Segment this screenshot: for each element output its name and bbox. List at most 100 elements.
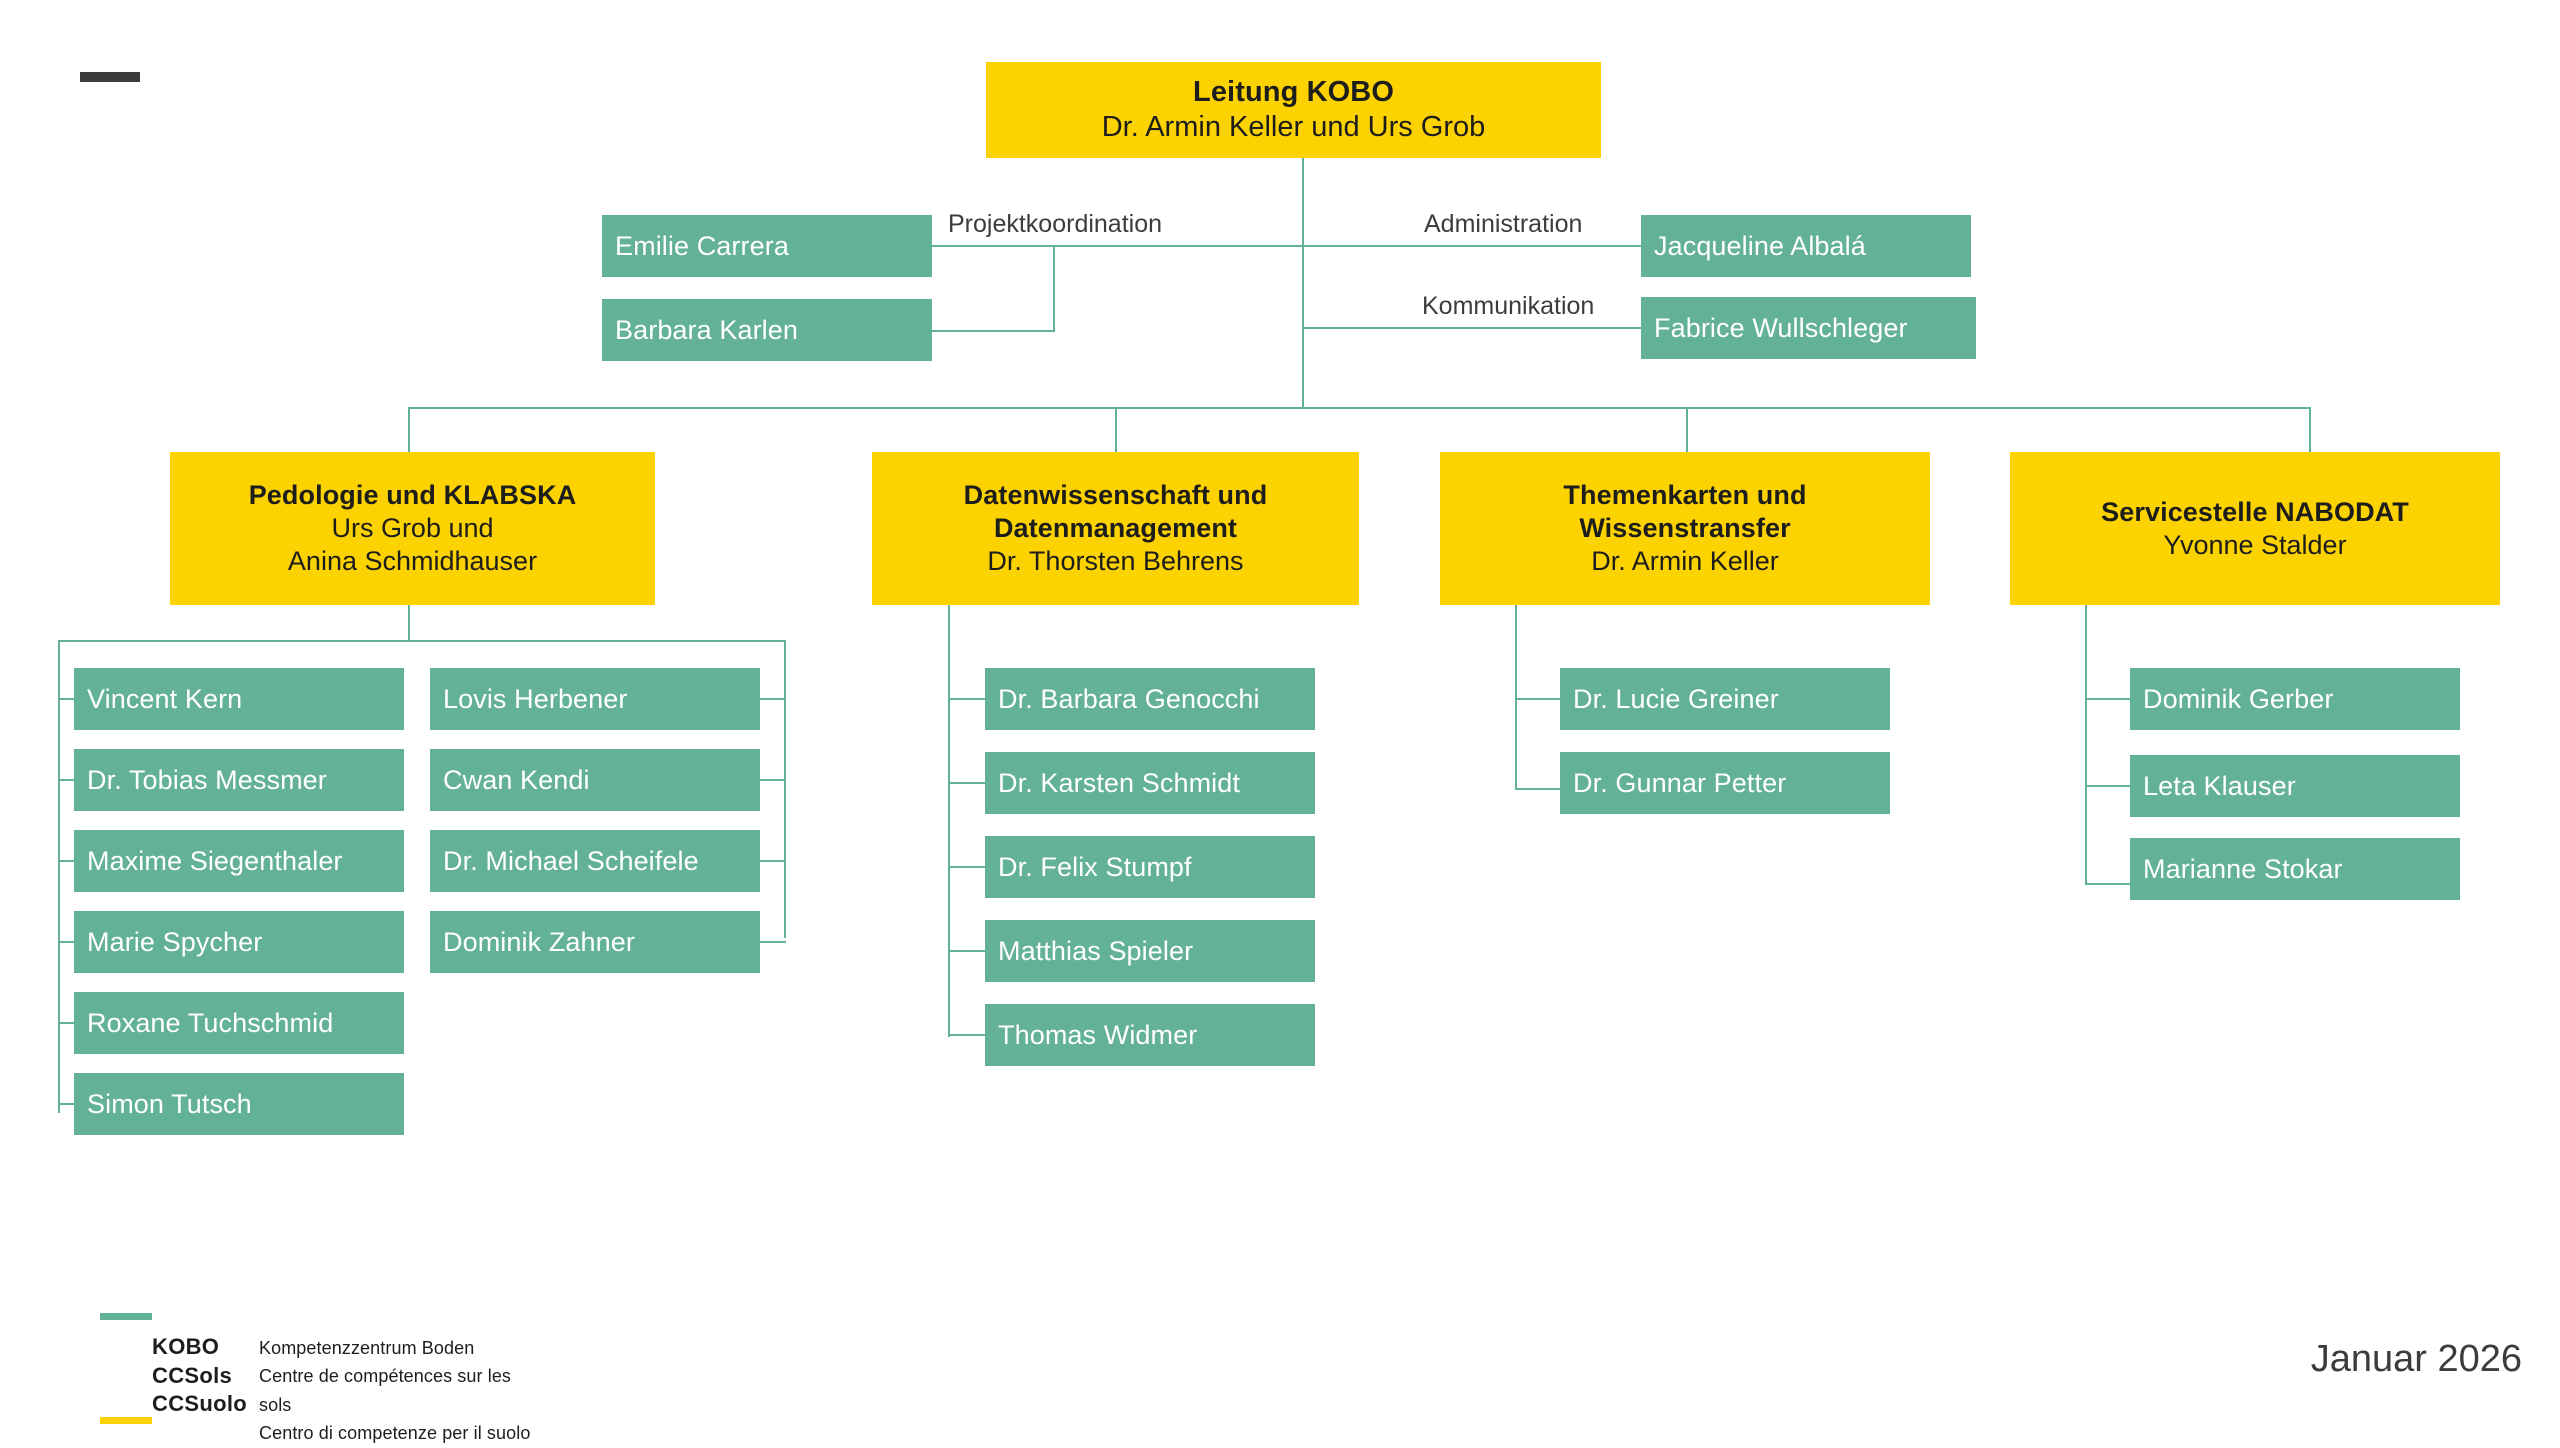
department-box-pedologie-klabska[interactable]: Pedologie und KLABSKA Urs Grob und Anina… [170,452,655,605]
member-name: Simon Tutsch [87,1088,252,1119]
connector-tick-marie-spycher [58,941,76,943]
connector-root-spine [1302,158,1304,408]
logo-desc-de: Kompetenzzentrum Boden [259,1338,475,1358]
logo-descriptions: Kompetenzzentrum Boden Centre de compéte… [259,1334,546,1448]
department-box-themenkarten[interactable]: Themenkarten und Wissenstransfer Dr. Arm… [1440,452,1930,605]
member-box-dominik-zahner[interactable]: Dominik Zahner [430,911,760,973]
member-box-maxime-siegenthaler[interactable]: Maxime Siegenthaler [74,830,404,892]
department-title-line2: Wissenstransfer [1579,513,1791,544]
department-box-datenwissenschaft[interactable]: Datenwissenschaft und Datenmanagement Dr… [872,452,1359,605]
staff-box-emilie-carrera[interactable]: Emilie Carrera [602,215,932,277]
connector-dept1-stem [408,605,410,641]
member-box-michael-scheifele[interactable]: Dr. Michael Scheifele [430,830,760,892]
member-box-lovis-herbener[interactable]: Lovis Herbener [430,668,760,730]
connector-tick-barbara-genocchi [948,698,987,700]
member-box-felix-stumpf[interactable]: Dr. Felix Stumpf [985,836,1315,898]
connector-tick-maxime-siegenthaler [58,860,76,862]
connector-drop-dept-3 [1686,407,1688,452]
member-box-cwan-kendi[interactable]: Cwan Kendi [430,749,760,811]
logo-names: KOBO CCSols CCSuolo [152,1333,247,1419]
member-name: Dr. Gunnar Petter [1573,767,1787,798]
logo-name-de: KOBO [152,1334,220,1359]
member-box-marianne-stokar[interactable]: Marianne Stokar [2130,838,2460,900]
member-name: Leta Klauser [2143,770,2296,801]
staff-name: Emilie Carrera [615,230,789,261]
logo-name-fr: CCSols [152,1362,233,1388]
root-title: Leitung KOBO [1193,75,1394,108]
connector-barbara-to-junction [932,330,1055,332]
member-box-roxane-tuchschmid[interactable]: Roxane Tuchschmid [74,992,404,1054]
connector-tick-dominik-gerber [2085,698,2132,700]
department-title-line1: Pedologie und KLABSKA [248,480,577,511]
connector-tick-tobias-messmer [58,779,76,781]
member-box-vincent-kern[interactable]: Vincent Kern [74,668,404,730]
connector-tick-vincent-kern [58,698,76,700]
department-title-line2: Datenmanagement [993,513,1238,544]
member-name: Thomas Widmer [998,1019,1198,1050]
connector-tick-simon-tutsch [58,1103,76,1105]
logo-bar-yellow [100,1417,152,1424]
decorative-dash [80,72,140,82]
member-box-karsten-schmidt[interactable]: Dr. Karsten Schmidt [985,752,1315,814]
connector-tick-lovis-herbener [760,698,786,700]
staff-name: Fabrice Wullschleger [1654,312,1908,343]
department-title-line3: Dr. Armin Keller [1591,545,1779,576]
logo-desc-fr: Centre de compétences sur les sols [259,1366,512,1415]
department-title-line1: Themenkarten und [1563,480,1807,511]
staff-name: Jacqueline Albalá [1654,230,1866,261]
connector-spine-to-jacqueline [1302,245,1642,247]
department-title-line1: Datenwissenschaft und [963,480,1268,511]
label-administration: Administration [1424,210,1583,238]
logo-name-it: CCSuolo [152,1391,247,1417]
staff-box-barbara-karlen[interactable]: Barbara Karlen [602,299,932,361]
connector-tick-lucie-greiner [1515,698,1562,700]
label-kommunikation: Kommunikation [1422,292,1595,320]
department-box-servicestelle-nabodat[interactable]: Servicestelle NABODAT Yvonne Stalder [2010,452,2500,605]
staff-box-jacqueline-albala[interactable]: Jacqueline Albalá [1641,215,1971,277]
member-box-marie-spycher[interactable]: Marie Spycher [74,911,404,973]
member-box-dominik-gerber[interactable]: Dominik Gerber [2130,668,2460,730]
member-name: Dr. Michael Scheifele [443,845,699,876]
member-box-lucie-greiner[interactable]: Dr. Lucie Greiner [1560,668,1890,730]
department-title-line3: Dr. Thorsten Behrens [987,545,1244,576]
member-box-thomas-widmer[interactable]: Thomas Widmer [985,1004,1315,1066]
member-name: Marianne Stokar [2143,853,2343,884]
root-box-leitung-kobo[interactable]: Leitung KOBO Dr. Armin Keller und Urs Gr… [986,62,1601,158]
member-name: Maxime Siegenthaler [87,845,343,876]
department-title-line2: Yvonne Stalder [2163,529,2347,560]
logo-bar-green [100,1313,152,1320]
member-name: Dr. Lucie Greiner [1573,683,1779,714]
department-title-line3: Anina Schmidhauser [287,545,538,576]
member-name: Dr. Barbara Genocchi [998,683,1260,714]
connector-tick-felix-stumpf [948,866,987,868]
connector-dept1-left-rail [58,640,60,1113]
department-title-line1: Servicestelle NABODAT [2101,496,2409,527]
member-box-barbara-genocchi[interactable]: Dr. Barbara Genocchi [985,668,1315,730]
member-name: Vincent Kern [87,683,243,714]
member-box-simon-tutsch[interactable]: Simon Tutsch [74,1073,404,1135]
member-box-leta-klauser[interactable]: Leta Klauser [2130,755,2460,817]
staff-name: Barbara Karlen [615,314,799,345]
connector-department-bus [408,407,2311,409]
root-people: Dr. Armin Keller und Urs Grob [1101,111,1486,143]
member-name: Dominik Gerber [2143,683,2334,714]
logo-desc-it: Centro di competenze per il suolo [259,1423,531,1444]
connector-tick-matthias-spieler [948,950,987,952]
connector-tick-leta-klauser [2085,785,2132,787]
staff-box-fabrice-wullschleger[interactable]: Fabrice Wullschleger [1641,297,1976,359]
kobo-logo: KOBO CCSols CCSuolo Kompetenzzentrum Bod… [96,1307,546,1443]
connector-dept2-rail [948,605,950,1037]
member-name: Dominik Zahner [443,926,635,957]
connector-spine-to-fabrice [1302,327,1642,329]
connector-tick-gunnar-petter [1515,788,1562,790]
connector-drop-dept-2 [1115,407,1117,452]
member-box-gunnar-petter[interactable]: Dr. Gunnar Petter [1560,752,1890,814]
connector-dept3-rail [1515,605,1517,790]
member-box-tobias-messmer[interactable]: Dr. Tobias Messmer [74,749,404,811]
member-box-matthias-spieler[interactable]: Matthias Spieler [985,920,1315,982]
connector-dept1-crossbar [58,640,785,642]
connector-projektkoordination-riser [1053,245,1055,331]
member-name: Lovis Herbener [443,683,628,714]
connector-dept4-rail [2085,605,2087,885]
